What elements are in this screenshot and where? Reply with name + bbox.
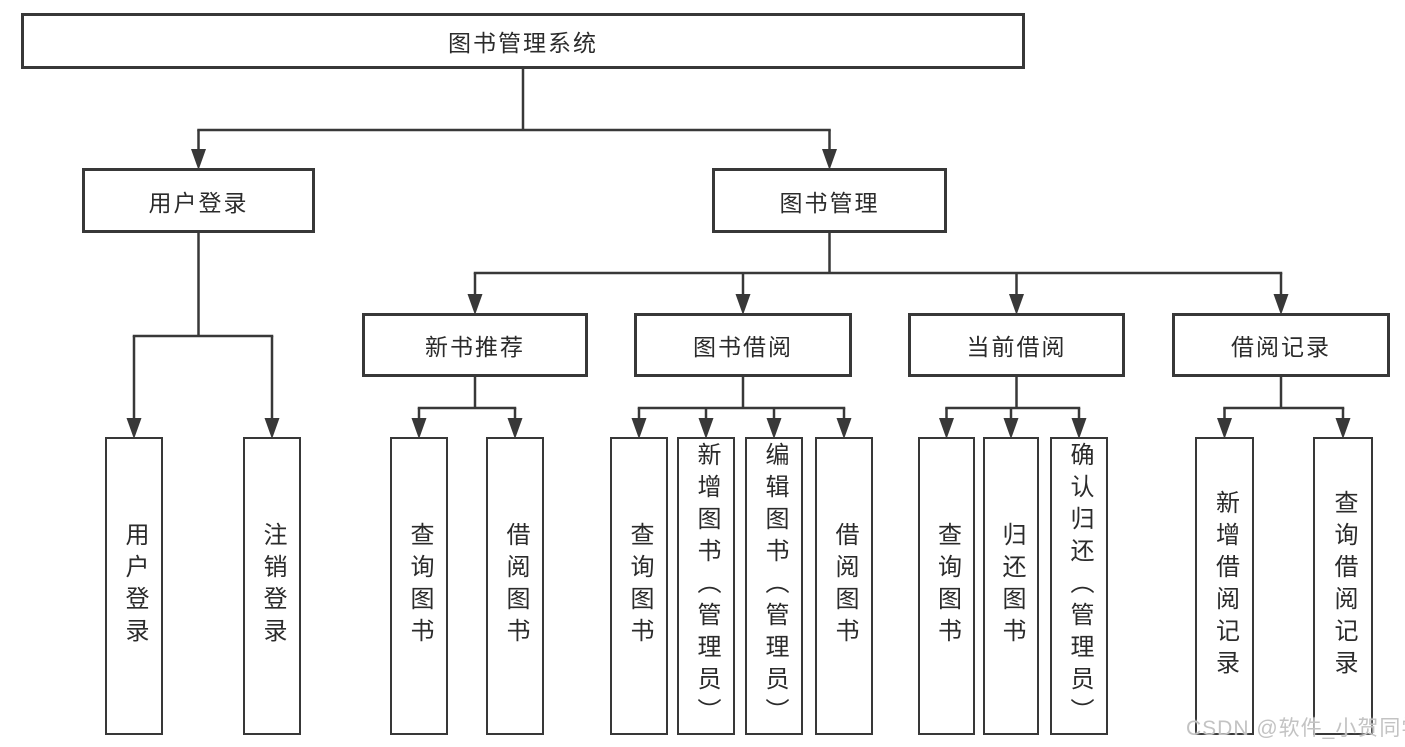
node-v-add-borrow-record: 新增借阅记录 xyxy=(1195,437,1254,735)
node-v-return-book: 归还图书 xyxy=(983,437,1039,735)
node-v-borrow-book-1: 借阅图书 xyxy=(486,437,544,735)
arrowhead-icon xyxy=(467,294,483,315)
arrowhead-icon xyxy=(1003,418,1019,439)
arrowhead-icon xyxy=(836,418,852,439)
node-v-confirm-return: 确认归还（管理员） xyxy=(1050,437,1108,735)
arrowhead-icon xyxy=(1009,294,1024,315)
arrowhead-icon xyxy=(411,418,427,439)
arrowhead-icon xyxy=(698,418,714,439)
node-book-borrow: 图书借阅 xyxy=(634,313,852,377)
arrowhead-icon xyxy=(1273,294,1289,315)
arrowhead-icon xyxy=(1217,418,1232,439)
watermark: CSDN @软件_小贺同学 xyxy=(1186,717,1405,740)
node-root: 图书管理系统 xyxy=(21,13,1025,69)
arrowhead-icon xyxy=(1335,418,1351,439)
arrowhead-icon xyxy=(631,418,647,439)
node-borrow-records: 借阅记录 xyxy=(1172,313,1390,377)
arrowhead-icon xyxy=(939,418,954,439)
node-v-query-book-3: 查询图书 xyxy=(918,437,975,735)
node-v-edit-book: 编辑图书（管理员） xyxy=(745,437,803,735)
arrowhead-icon xyxy=(735,294,751,315)
arrowhead-icon xyxy=(766,418,782,439)
node-v-query-book-1: 查询图书 xyxy=(390,437,448,735)
node-v-add-book: 新增图书（管理员） xyxy=(677,437,735,735)
node-v-user-login: 用户登录 xyxy=(105,437,163,735)
arrowhead-icon xyxy=(126,418,142,439)
node-book-mgmt: 图书管理 xyxy=(712,168,947,233)
node-v-query-book-2: 查询图书 xyxy=(610,437,668,735)
arrowhead-icon xyxy=(191,149,206,170)
node-current-borrow: 当前借阅 xyxy=(908,313,1125,377)
node-user-login: 用户登录 xyxy=(82,168,315,233)
node-new-book-rec: 新书推荐 xyxy=(362,313,588,377)
arrowhead-icon xyxy=(264,418,280,439)
node-v-logout: 注销登录 xyxy=(243,437,301,735)
arrowhead-icon xyxy=(822,149,837,170)
arrowhead-icon xyxy=(1071,418,1087,439)
node-v-query-borrow-record: 查询借阅记录 xyxy=(1313,437,1373,735)
node-v-borrow-book-2: 借阅图书 xyxy=(815,437,873,735)
arrowhead-icon xyxy=(507,418,523,439)
